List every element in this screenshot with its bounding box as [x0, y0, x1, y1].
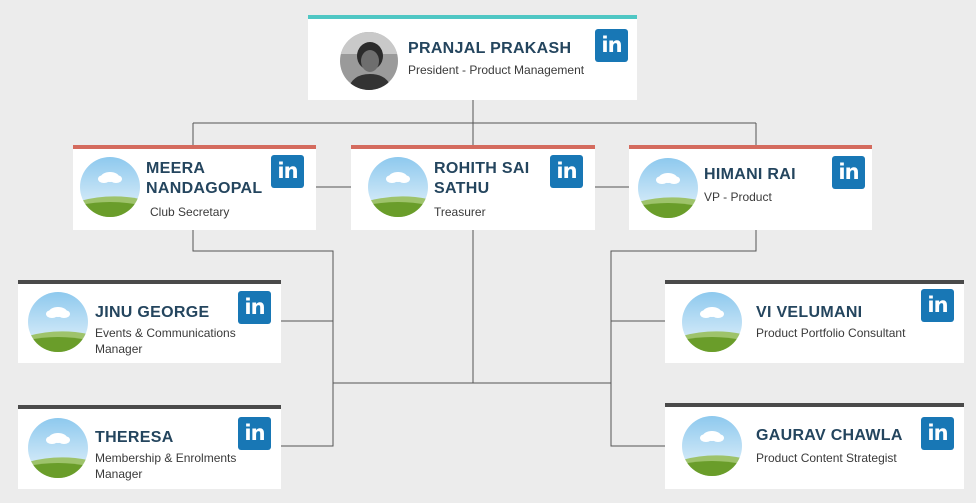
card-accent-bar [665, 280, 964, 284]
card-rohith: ROHITH SAI SATHU Treasurer in [351, 145, 595, 230]
linkedin-icon[interactable]: in [271, 155, 304, 188]
role-line: Product Portfolio Consultant [756, 326, 906, 340]
role-line: Events & Communications [95, 326, 236, 340]
name-line: VI VELUMANI [756, 304, 863, 321]
landscape-placeholder-icon [682, 292, 742, 352]
card-accent-bar [73, 145, 316, 149]
card-accent-bar [351, 145, 595, 149]
landscape-placeholder-icon [28, 292, 88, 352]
card-vi: VI VELUMANI Product Portfolio Consultant… [665, 280, 964, 363]
role-line: Treasurer [434, 205, 486, 219]
role-line: Manager [95, 342, 143, 356]
name-line: GAURAV CHAWLA [756, 427, 903, 444]
landscape-placeholder-icon [80, 157, 140, 217]
landscape-placeholder-icon [368, 157, 428, 217]
card-accent-bar [18, 280, 281, 284]
card-pranjal: PRANJAL PRAKASH President - Product Mana… [308, 15, 637, 100]
card-accent-bar [665, 403, 964, 407]
card-jinu: JINU GEORGE Events & Communications Mana… [18, 280, 281, 363]
linkedin-icon[interactable]: in [832, 156, 865, 189]
landscape-placeholder-icon [638, 158, 698, 218]
card-accent-bar [18, 405, 281, 409]
name-line: JINU GEORGE [95, 304, 210, 321]
name-line: SATHU [434, 180, 490, 197]
linkedin-icon[interactable]: in [550, 155, 583, 188]
name-line: NANDAGOPAL [146, 180, 263, 197]
profile-photo [340, 32, 398, 90]
card-himani: HIMANI RAI VP - Product in [629, 145, 872, 230]
role-line: Club Secretary [150, 205, 230, 219]
card-gaurav: GAURAV CHAWLA Product Content Strategist… [665, 403, 964, 489]
role-line: VP - Product [704, 190, 772, 204]
role-line: Manager [95, 467, 143, 481]
name-line: MEERA [146, 160, 206, 177]
name-line: HIMANI RAI [704, 166, 796, 183]
linkedin-icon[interactable]: in [238, 417, 271, 450]
role-line: President - Product Management [408, 63, 585, 77]
linkedin-icon[interactable]: in [595, 29, 628, 62]
name-line: ROHITH SAI [434, 160, 530, 177]
landscape-placeholder-icon [28, 418, 88, 478]
name-line: THERESA [95, 429, 174, 446]
card-meera: MEERA NANDAGOPAL Club Secretary in [73, 145, 316, 230]
role-line: Membership & Enrolments [95, 451, 237, 465]
linkedin-icon[interactable]: in [921, 417, 954, 450]
role-line: Product Content Strategist [756, 451, 897, 465]
landscape-placeholder-icon [682, 416, 742, 476]
card-accent-bar [629, 145, 872, 149]
linkedin-icon[interactable]: in [921, 289, 954, 322]
name-line: PRANJAL PRAKASH [408, 40, 572, 57]
card-theresa: THERESA Membership & Enrolments Manager … [18, 405, 281, 489]
card-accent-bar [308, 15, 637, 19]
linkedin-icon[interactable]: in [238, 291, 271, 324]
